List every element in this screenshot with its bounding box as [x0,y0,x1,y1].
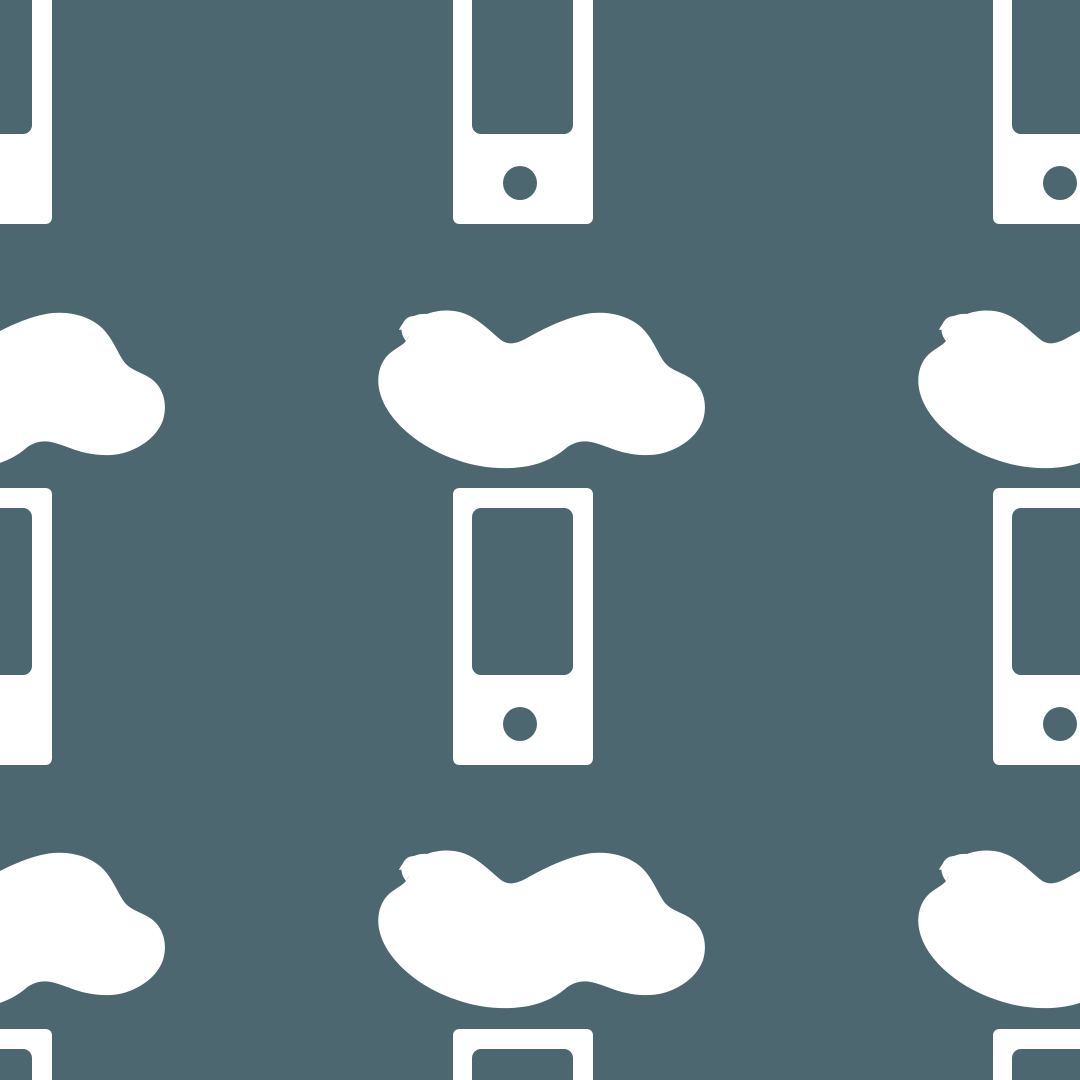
smartphone-icon [453,1029,593,1080]
smartphone-icon [453,488,593,765]
smartphone-icon [453,0,593,224]
smartphone-icon [0,488,52,765]
smartphone-icon [993,0,1080,224]
smartphone-icon [0,0,52,224]
smartphone-icon [993,488,1080,765]
smartphone-icon [0,1029,52,1080]
smartphone-icon [993,1029,1080,1080]
